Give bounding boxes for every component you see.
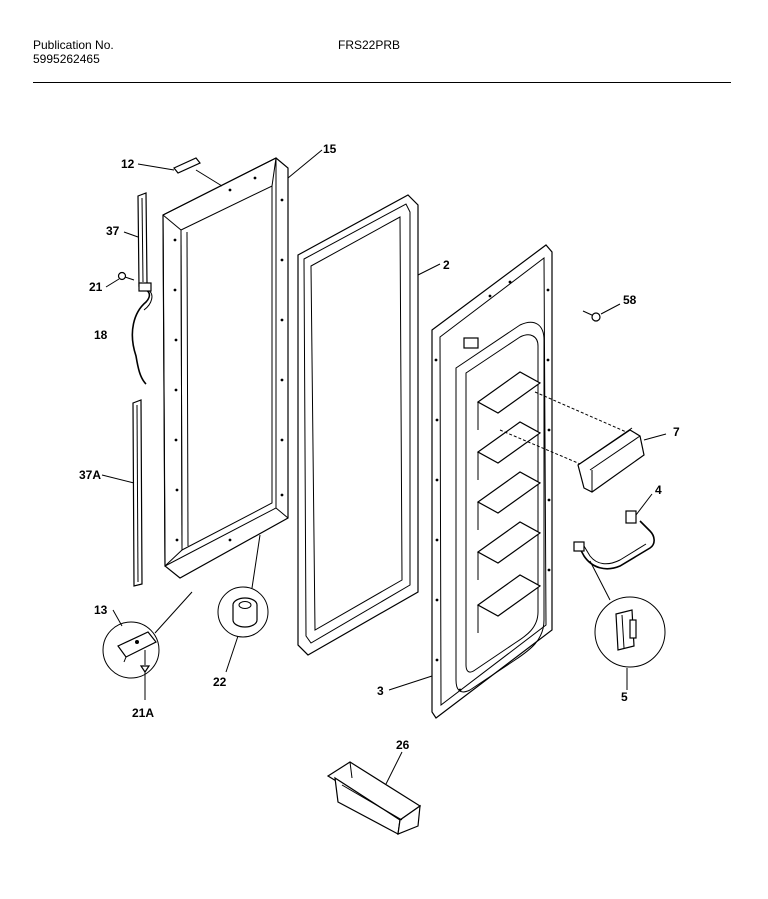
part-37a-handle-strip [132,399,143,587]
callout-5: 5 [621,690,628,704]
callout-58: 58 [623,293,637,307]
publication-label: Publication No. [33,38,114,52]
part-26-storage-bin [326,761,422,835]
part-58-screw [582,303,621,322]
part-2-door-gasket [297,194,419,656]
part-18-door-handle [131,282,153,385]
part-12-strip [173,157,223,187]
part-4-retainer-bar [573,493,655,570]
callout-13: 13 [94,603,108,617]
callout-4: 4 [655,483,662,497]
part-13-hinge-detail [102,591,193,679]
part-5-clip-detail [589,560,666,668]
header-rule [33,82,731,83]
part-37-hinge-cover [137,192,148,287]
callout-21: 21 [89,280,103,294]
callout-21a: 21A [132,706,154,720]
callout-18: 18 [94,328,108,342]
leader-lines [101,149,667,785]
callout-12: 12 [121,157,135,171]
callout-2: 2 [443,258,450,272]
part-7-door-bin [577,427,645,493]
callout-37: 37 [106,224,120,238]
callout-26: 26 [396,738,410,752]
publication-number: 5995262465 [33,52,100,66]
callout-37a: 37A [79,468,101,482]
callout-15: 15 [323,142,337,156]
callout-22: 22 [213,675,227,689]
callout-labels: 12 15 37 21 18 37A 13 21A 22 2 3 58 7 4 … [79,142,680,752]
part-3-door-liner [431,244,641,719]
model-number: FRS22PRB [338,38,401,52]
part-21-screw [117,271,135,281]
callout-7: 7 [673,425,680,439]
part-22-hinge-bushing [217,534,269,638]
part-15-door-frame [162,157,289,579]
callout-3: 3 [377,684,384,698]
